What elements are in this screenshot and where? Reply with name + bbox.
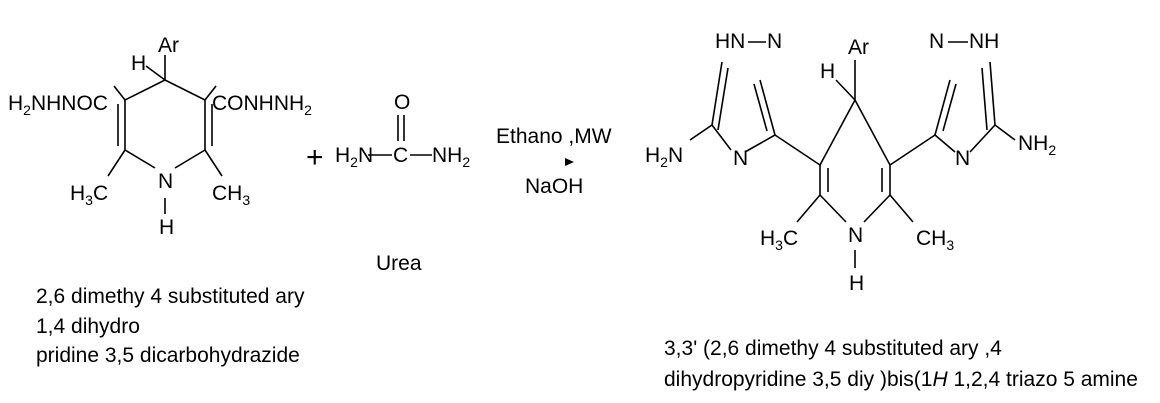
left-triazole-link (774, 134, 821, 166)
plus-sign: + (306, 141, 324, 174)
ring-bond (124, 149, 156, 169)
product-nitrogen-hydrogen: H (849, 272, 864, 295)
reactant-name-line-3: pridine 3,5 dicarbohydrazide (36, 344, 300, 367)
conditions-top: Ethano ,MW (496, 125, 612, 148)
left-amine-bond (689, 124, 713, 141)
left-triazole-bond (759, 79, 776, 136)
right-triazole-link (889, 134, 936, 166)
urea-right-amine: NH2 (432, 144, 470, 170)
reactant-urea: O H2N C NH2 Urea (335, 91, 470, 275)
reaction-arrow-head (565, 158, 574, 166)
conditions-bottom: NaOH (525, 175, 583, 198)
left-triazole-bond (711, 61, 723, 126)
right-amine-bond (994, 124, 1016, 141)
left-triazole-double-bond (717, 67, 729, 131)
ring-bond (124, 79, 166, 101)
c2-methyl-bond (796, 194, 821, 223)
left-triazole-double-bond (753, 83, 768, 132)
reactant-dihydropyridine: H Ar H2NHNOC CONHNH2 H3C CH3 N H 2,6 dim… (8, 34, 312, 367)
right-triazole-bond (934, 134, 956, 153)
right-triazole-double-bond (981, 67, 988, 131)
left-triazole-amine: H2N (645, 144, 683, 170)
ring-bond (819, 194, 847, 223)
urea-oxygen: O (394, 91, 410, 114)
ring-bond (819, 99, 856, 166)
ring-bond (174, 149, 206, 169)
urea-carbon: C (393, 144, 408, 167)
c6-methyl-bond (889, 194, 914, 223)
ring-nitrogen: N (158, 170, 173, 193)
nitrogen-hydrogen: H (159, 216, 174, 239)
c5-acyl-bond (204, 85, 217, 101)
product-ring-nitrogen: N (848, 224, 863, 247)
product-bis-triazole: H Ar HN N N H2N N NH N NH2 H3C CH3 N H 3… (645, 30, 1138, 391)
right-triazole-bond (989, 61, 996, 126)
product-atom-h: H (820, 60, 835, 83)
left-triazole-bond (744, 134, 776, 153)
urea-name: Urea (376, 252, 422, 275)
left-methyl: H3C (70, 182, 108, 208)
atom-ar: Ar (158, 34, 179, 57)
right-hydrazide-group: CONHNH2 (212, 92, 312, 118)
c6-methyl-bond (204, 149, 223, 177)
left-triazole-n2: N (733, 147, 748, 170)
ring-bond (164, 79, 206, 101)
reaction-conditions: Ethano ,MW NaOH (496, 125, 612, 198)
product-left-methyl: H3C (760, 227, 798, 253)
ring-bond (863, 194, 891, 223)
urea-left-amine: H2N (335, 144, 373, 170)
right-methyl: CH3 (212, 182, 250, 208)
right-triazole-n2: N (955, 147, 970, 170)
right-triazole-amine: NH2 (1018, 132, 1056, 158)
right-triazole-bond (934, 79, 951, 136)
product-name-line-2: dihydropyridine 3,5 diy )bis(1H 1,2,4 tr… (664, 368, 1138, 391)
product-atom-ar: Ar (848, 36, 869, 59)
left-triazole-n1: N (767, 30, 782, 53)
c4-h-bond (835, 79, 856, 101)
left-hydrazide-group: H2NHNOC (8, 92, 108, 118)
right-triazole-nh: NH (969, 30, 999, 53)
c4-h-bond (145, 65, 166, 81)
product-name-line-1: 3,3' (2,6 dimethy 4 substituted ary ,4 (664, 337, 1002, 360)
right-triazole-double-bond (942, 83, 957, 132)
atom-h: H (131, 52, 146, 75)
ring-bond (854, 99, 891, 166)
reactant-name-line-1: 2,6 dimethy 4 substituted ary (36, 285, 305, 308)
right-triazole-bond (969, 124, 996, 153)
left-triazole-hn: HN (715, 30, 745, 53)
left-triazole-bond (711, 124, 732, 151)
product-right-methyl: CH3 (916, 227, 954, 253)
c2-methyl-bond (107, 149, 126, 177)
right-triazole-n1: N (929, 30, 944, 53)
c3-acyl-bond (113, 85, 126, 101)
reactant-name-line-2: 1,4 dihydro (36, 315, 140, 338)
